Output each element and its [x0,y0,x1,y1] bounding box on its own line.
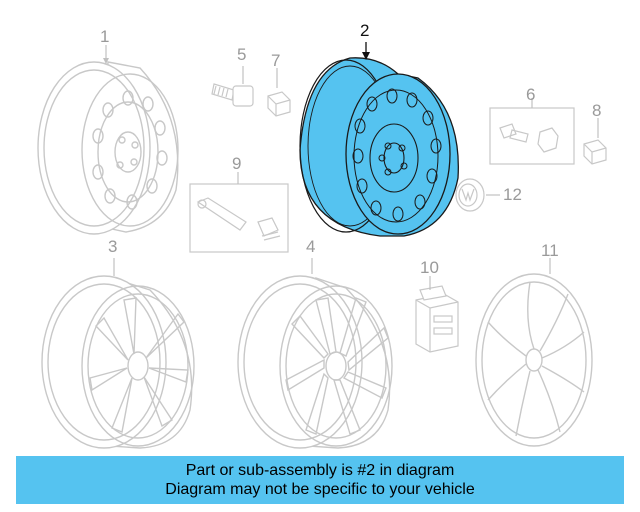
callout-10: 10 [420,258,439,277]
part-11-wheel-cover[interactable] [475,273,593,447]
part-12-center-cap[interactable] [455,178,485,212]
part-7-nut[interactable] [267,91,291,117]
part-6-bolt-set[interactable] [489,107,575,165]
part-8-nut[interactable] [583,139,607,165]
part-5-wheel-bolt[interactable] [211,83,254,107]
callout-7: 7 [271,51,281,70]
callout-2: 2 [360,21,370,40]
callout-5: 5 [237,45,247,64]
callout-4: 4 [306,237,316,256]
callout-11: 11 [541,241,559,260]
part-3-alloy-wheel[interactable] [41,275,195,449]
callout-12: 12 [503,185,522,204]
info-banner: Part or sub-assembly is #2 in diagram Di… [16,456,624,504]
part-10-label-kit[interactable] [415,285,459,353]
banner-line-disclaimer: Diagram may not be specific to your vehi… [165,481,475,498]
part-2-steel-wheel-highlighted[interactable] [299,57,459,237]
callout-6: 6 [526,85,536,104]
callout-3: 3 [108,237,118,256]
callout-1: 1 [100,27,110,46]
part-9-valve-stem[interactable] [189,183,289,253]
part-4-alloy-wheel[interactable] [237,275,393,449]
part-1-steel-wheel[interactable] [37,61,179,235]
parts-diagram [37,42,607,449]
banner-line-part: Part or sub-assembly is #2 in diagram [185,462,455,479]
callout-9: 9 [232,154,242,173]
callout-8: 8 [592,101,602,120]
